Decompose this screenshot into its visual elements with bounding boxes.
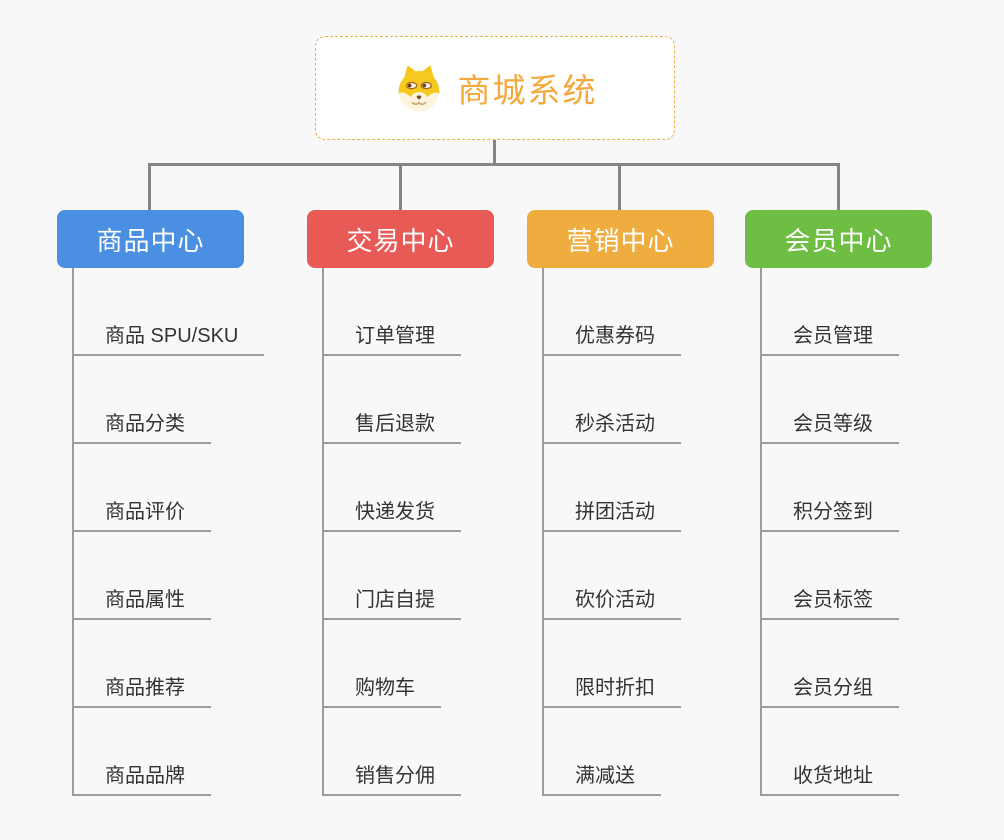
branch-trunk-line — [72, 268, 74, 796]
shiba-dog-icon — [398, 65, 439, 112]
mindmap-item[interactable]: 销售分佣 — [322, 708, 461, 796]
item-label: 会员等级 — [760, 407, 899, 444]
item-label: 购物车 — [322, 671, 441, 708]
item-label: 商品评价 — [72, 495, 211, 532]
item-label: 秒杀活动 — [542, 407, 681, 444]
connector-drop-trade — [399, 163, 402, 210]
item-label: 会员管理 — [760, 319, 899, 356]
item-label: 订单管理 — [322, 319, 461, 356]
mindmap-item[interactable]: 售后退款 — [322, 356, 461, 444]
connector-drop-marketing — [618, 163, 621, 210]
mindmap-item[interactable]: 积分签到 — [760, 444, 899, 532]
mindmap-item[interactable]: 收货地址 — [760, 708, 899, 796]
mindmap-item[interactable]: 商品分类 — [72, 356, 264, 444]
connector-drop-product — [148, 163, 151, 210]
item-label: 满减送 — [542, 759, 661, 796]
item-label: 销售分佣 — [322, 759, 461, 796]
mindmap-item[interactable]: 会员标签 — [760, 532, 899, 620]
mindmap-item[interactable]: 限时折扣 — [542, 620, 681, 708]
mindmap-item[interactable]: 商品评价 — [72, 444, 264, 532]
branch-member-center: 会员中心 会员管理 会员等级 积分签到 会员标签 会员分组 收货地址 — [745, 210, 995, 796]
branch-trunk-line — [542, 268, 544, 796]
mindmap-item[interactable]: 会员分组 — [760, 620, 899, 708]
branch-items-marketing-center: 优惠券码 秒杀活动 拼团活动 砍价活动 限时折扣 满减送 — [542, 268, 681, 796]
branch-trade-center: 交易中心 订单管理 售后退款 快递发货 门店自提 购物车 销售分佣 — [307, 210, 557, 796]
branch-product-center: 商品中心 商品 SPU/SKU 商品分类 商品评价 商品属性 商品推荐 商品品牌 — [57, 210, 307, 796]
item-label: 砍价活动 — [542, 583, 681, 620]
branch-trunk-line — [760, 268, 762, 796]
item-label: 门店自提 — [322, 583, 461, 620]
item-label: 拼团活动 — [542, 495, 681, 532]
item-label: 商品推荐 — [72, 671, 211, 708]
mindmap-item[interactable]: 购物车 — [322, 620, 461, 708]
mindmap-item[interactable]: 商品推荐 — [72, 620, 264, 708]
connector-root-trunk — [493, 140, 496, 166]
connector-horizontal — [148, 163, 840, 166]
root-title: 商城系统 — [457, 72, 598, 109]
mindmap-item[interactable]: 商品品牌 — [72, 708, 264, 796]
connector-drop-member — [837, 163, 840, 210]
mindmap-item[interactable]: 门店自提 — [322, 532, 461, 620]
branch-items-product-center: 商品 SPU/SKU 商品分类 商品评价 商品属性 商品推荐 商品品牌 — [72, 268, 265, 796]
mindmap-item[interactable]: 商品 SPU/SKU — [72, 268, 265, 356]
mindmap-item[interactable]: 砍价活动 — [542, 532, 681, 620]
mindmap-item[interactable]: 优惠券码 — [542, 268, 681, 356]
item-label: 会员标签 — [760, 583, 899, 620]
branch-header-product-center[interactable]: 商品中心 — [57, 210, 244, 268]
mindmap-item[interactable]: 秒杀活动 — [542, 356, 681, 444]
item-label: 收货地址 — [760, 759, 899, 796]
branch-header-marketing-center[interactable]: 营销中心 — [527, 210, 714, 268]
item-label: 商品 SPU/SKU — [72, 319, 265, 356]
branch-items-member-center: 会员管理 会员等级 积分签到 会员标签 会员分组 收货地址 — [760, 268, 899, 796]
item-label: 售后退款 — [322, 407, 461, 444]
mindmap-item[interactable]: 拼团活动 — [542, 444, 681, 532]
item-label: 商品属性 — [72, 583, 211, 620]
branch-trunk-line — [322, 268, 324, 796]
item-label: 积分签到 — [760, 495, 899, 532]
item-label: 快递发货 — [322, 495, 461, 532]
branch-header-member-center[interactable]: 会员中心 — [745, 210, 932, 268]
mindmap-item[interactable]: 会员管理 — [760, 268, 899, 356]
item-label: 会员分组 — [760, 671, 899, 708]
branch-marketing-center: 营销中心 优惠券码 秒杀活动 拼团活动 砍价活动 限时折扣 满减送 — [527, 210, 777, 796]
mindmap-item[interactable]: 会员等级 — [760, 356, 899, 444]
mindmap-item[interactable]: 快递发货 — [322, 444, 461, 532]
item-label: 优惠券码 — [542, 319, 681, 356]
item-label: 限时折扣 — [542, 671, 681, 708]
branch-items-trade-center: 订单管理 售后退款 快递发货 门店自提 购物车 销售分佣 — [322, 268, 461, 796]
mindmap-item[interactable]: 商品属性 — [72, 532, 264, 620]
mindmap-item[interactable]: 满减送 — [542, 708, 681, 796]
branch-header-trade-center[interactable]: 交易中心 — [307, 210, 494, 268]
mindmap-item[interactable]: 订单管理 — [322, 268, 461, 356]
item-label: 商品品牌 — [72, 759, 211, 796]
item-label: 商品分类 — [72, 407, 211, 444]
root-node-mall-system[interactable]: 商城系统 — [315, 36, 675, 140]
